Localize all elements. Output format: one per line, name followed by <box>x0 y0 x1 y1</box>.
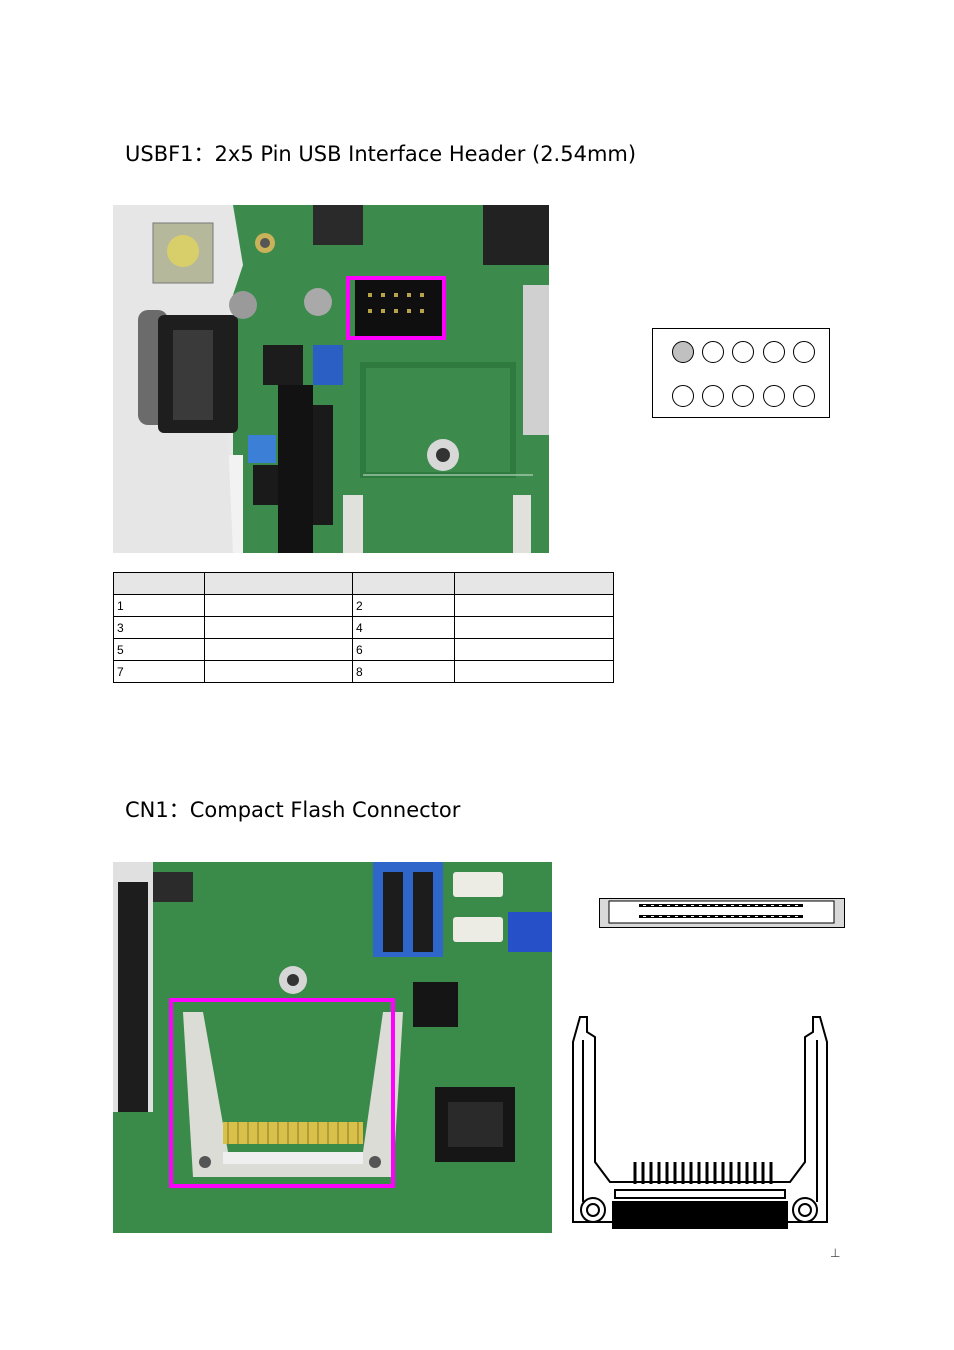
header-cell <box>352 572 455 595</box>
pin-number: 8 <box>352 660 455 683</box>
pin-number: 1 <box>113 594 205 617</box>
signal-name <box>204 594 353 617</box>
pin-number: 4 <box>352 616 455 639</box>
table-header-row <box>113 572 614 595</box>
signal-name <box>454 616 614 639</box>
pin-1-marker <box>672 341 694 363</box>
pin-number: 7 <box>113 660 205 683</box>
usb-pin-assignment-table: 1 2 3 4 5 6 7 8 <box>113 572 614 683</box>
pin <box>702 385 724 407</box>
cf-connector-top-view-drawing <box>599 898 845 928</box>
table-row: 5 6 <box>113 638 614 661</box>
table-row: 3 4 <box>113 616 614 639</box>
pin <box>732 385 754 407</box>
table-row: 1 2 <box>113 594 614 617</box>
header-cell <box>204 572 353 595</box>
section-title-cn1: CN1：Compact Flash Connector <box>125 798 461 822</box>
pin <box>793 385 815 407</box>
pin-number: 5 <box>113 638 205 661</box>
table-row: 7 8 <box>113 660 614 683</box>
pin <box>763 385 785 407</box>
signal-name <box>454 594 614 617</box>
pin <box>763 341 785 363</box>
section-title-usbf1: USBF1：2x5 Pin USB Interface Header (2.54… <box>125 142 637 166</box>
signal-name <box>454 638 614 661</box>
signal-name <box>204 638 353 661</box>
pin-number: 3 <box>113 616 205 639</box>
header-cell <box>454 572 614 595</box>
cf-connector-front-view-drawing <box>565 1012 835 1237</box>
signal-name <box>204 660 353 683</box>
usb-header-pinout-diagram <box>652 328 830 418</box>
header-cell <box>113 572 205 595</box>
signal-name <box>204 616 353 639</box>
page-mark: ⊥ <box>830 1246 841 1260</box>
pin <box>793 341 815 363</box>
cn1-board-photo <box>113 862 552 1233</box>
pin-number: 6 <box>352 638 455 661</box>
signal-name <box>454 660 614 683</box>
pin <box>702 341 724 363</box>
usbf1-board-photo <box>113 205 549 553</box>
pin <box>732 341 754 363</box>
pin <box>672 385 694 407</box>
pin-number: 2 <box>352 594 455 617</box>
